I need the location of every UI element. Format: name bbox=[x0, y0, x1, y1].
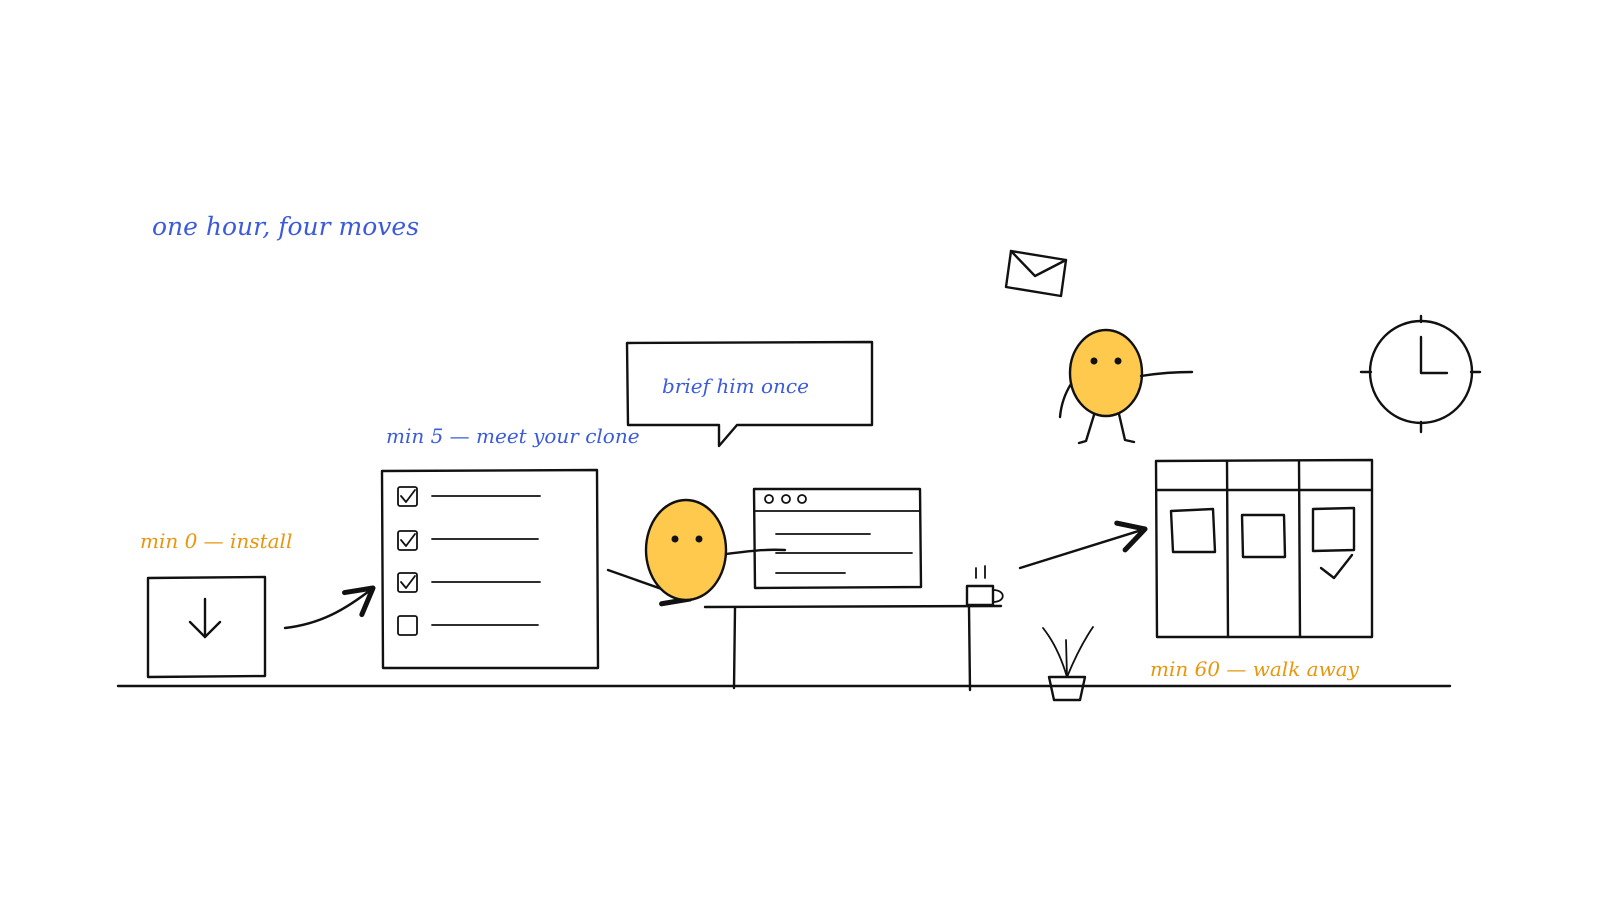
desk bbox=[703, 604, 1003, 692]
walking-character bbox=[1058, 328, 1194, 445]
step-label-walk-away: min 60 — walk away bbox=[1150, 657, 1360, 681]
speech-bubble-icon bbox=[625, 340, 874, 448]
step-label-meet-clone: min 5 — meet your clone bbox=[386, 424, 640, 448]
coffee-mug-icon bbox=[965, 565, 1004, 607]
clock-icon bbox=[1359, 314, 1482, 434]
step-label-install: min 0 — install bbox=[140, 529, 292, 553]
download-icon bbox=[146, 575, 267, 679]
checklist-icon bbox=[380, 468, 600, 670]
speech-bubble-text: brief him once bbox=[662, 374, 809, 398]
arrow-desk-to-board bbox=[1018, 520, 1148, 570]
clone-character bbox=[644, 498, 787, 602]
plant-icon bbox=[1042, 626, 1094, 702]
arrow-install-to-checklist bbox=[283, 585, 376, 630]
diagram-title: one hour, four moves bbox=[152, 212, 419, 241]
kanban-board-icon bbox=[1154, 458, 1374, 639]
browser-window-icon bbox=[752, 487, 923, 590]
envelope-icon bbox=[1004, 249, 1068, 298]
